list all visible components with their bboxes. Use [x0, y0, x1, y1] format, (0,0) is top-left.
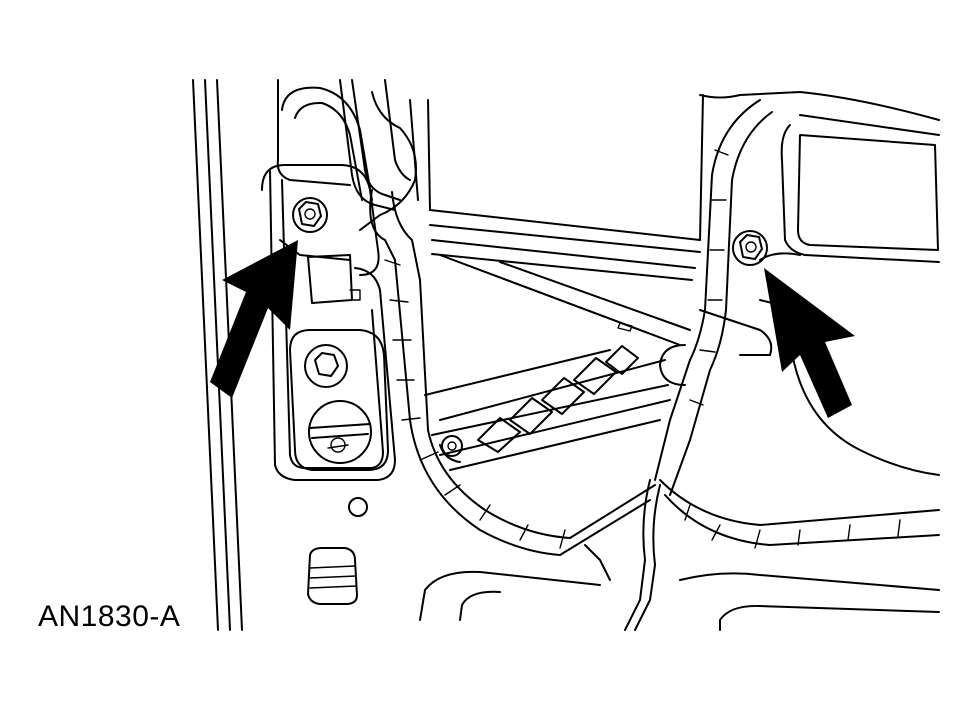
window-frame — [409, 94, 704, 281]
lower-wiring — [419, 479, 940, 631]
left-frame-panel — [261, 79, 396, 605]
diagonal-brace — [424, 254, 691, 471]
callout-arrow-right — [764, 268, 855, 418]
callout-arrow-left — [210, 240, 298, 398]
hex-nut-right — [732, 230, 768, 266]
right-pillar — [654, 91, 940, 549]
upper-harness-loop — [281, 79, 417, 231]
door-opening-seal — [369, 189, 656, 556]
figure-reference-code: AN1830-A — [38, 600, 181, 633]
hex-nut-left — [292, 197, 328, 233]
